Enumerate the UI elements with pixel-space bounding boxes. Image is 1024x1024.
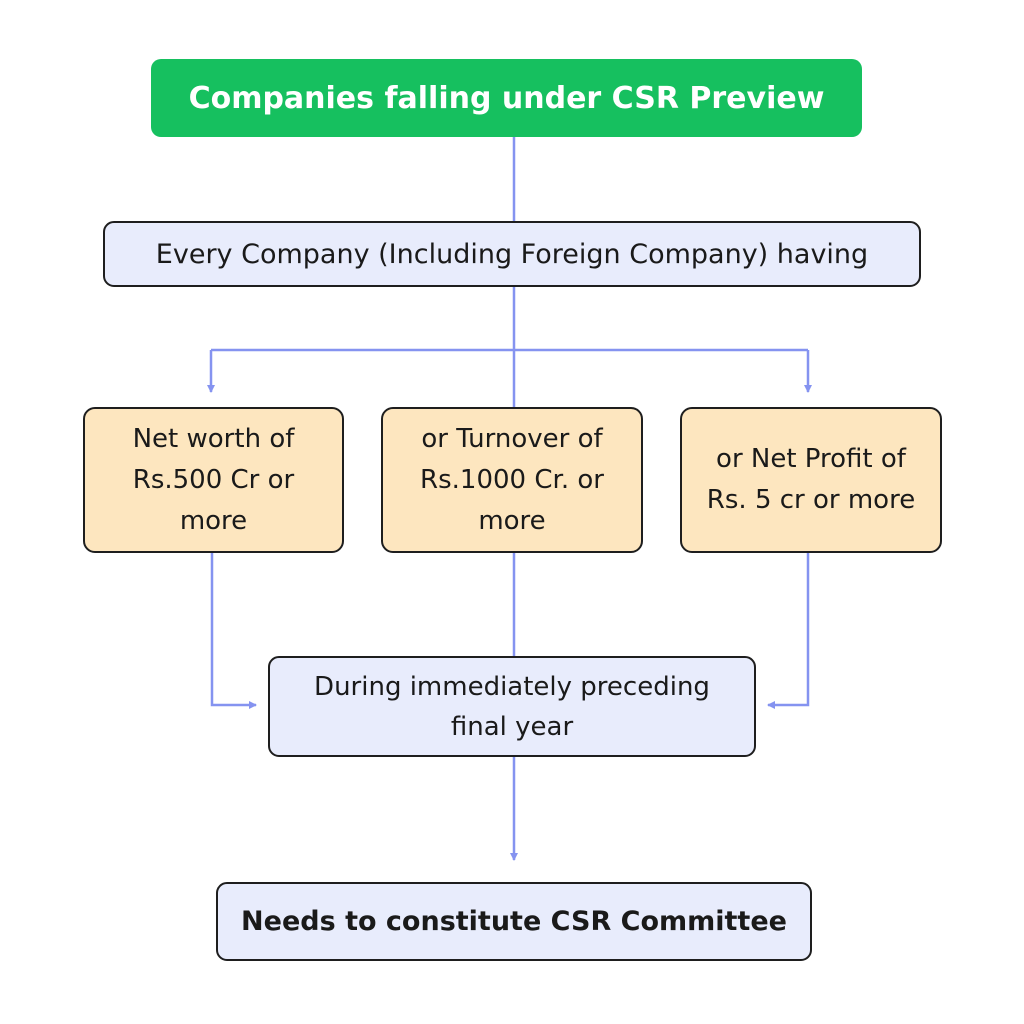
diagram-title: Companies falling under CSR Preview (151, 59, 862, 137)
preceding-year-box: During immediately preceding final year (268, 656, 756, 757)
net-profit-text: or Net Profit of Rs. 5 cr or more (706, 444, 916, 515)
connector-net-profit-to-during (767, 553, 810, 709)
csr-committee-box: Needs to constitute CSR Committee (216, 882, 812, 961)
turnover-text: or Turnover of Rs.1000 Cr. or more (420, 423, 604, 536)
connector-net-worth-to-during (210, 553, 257, 709)
diagram-title-text: Companies falling under CSR Preview (188, 80, 825, 116)
preceding-year-text: During immediately preceding final year (314, 671, 710, 742)
every-company-text: Every Company (Including Foreign Company… (155, 238, 869, 270)
net-worth-text: Net worth of Rs.500 Cr or more (132, 423, 295, 536)
every-company-box: Every Company (Including Foreign Company… (103, 221, 921, 287)
csr-committee-text: Needs to constitute CSR Committee (241, 906, 787, 937)
net-profit-box: or Net Profit of Rs. 5 cr or more (680, 407, 942, 553)
net-worth-box: Net worth of Rs.500 Cr or more (83, 407, 344, 553)
turnover-box: or Turnover of Rs.1000 Cr. or more (381, 407, 643, 553)
